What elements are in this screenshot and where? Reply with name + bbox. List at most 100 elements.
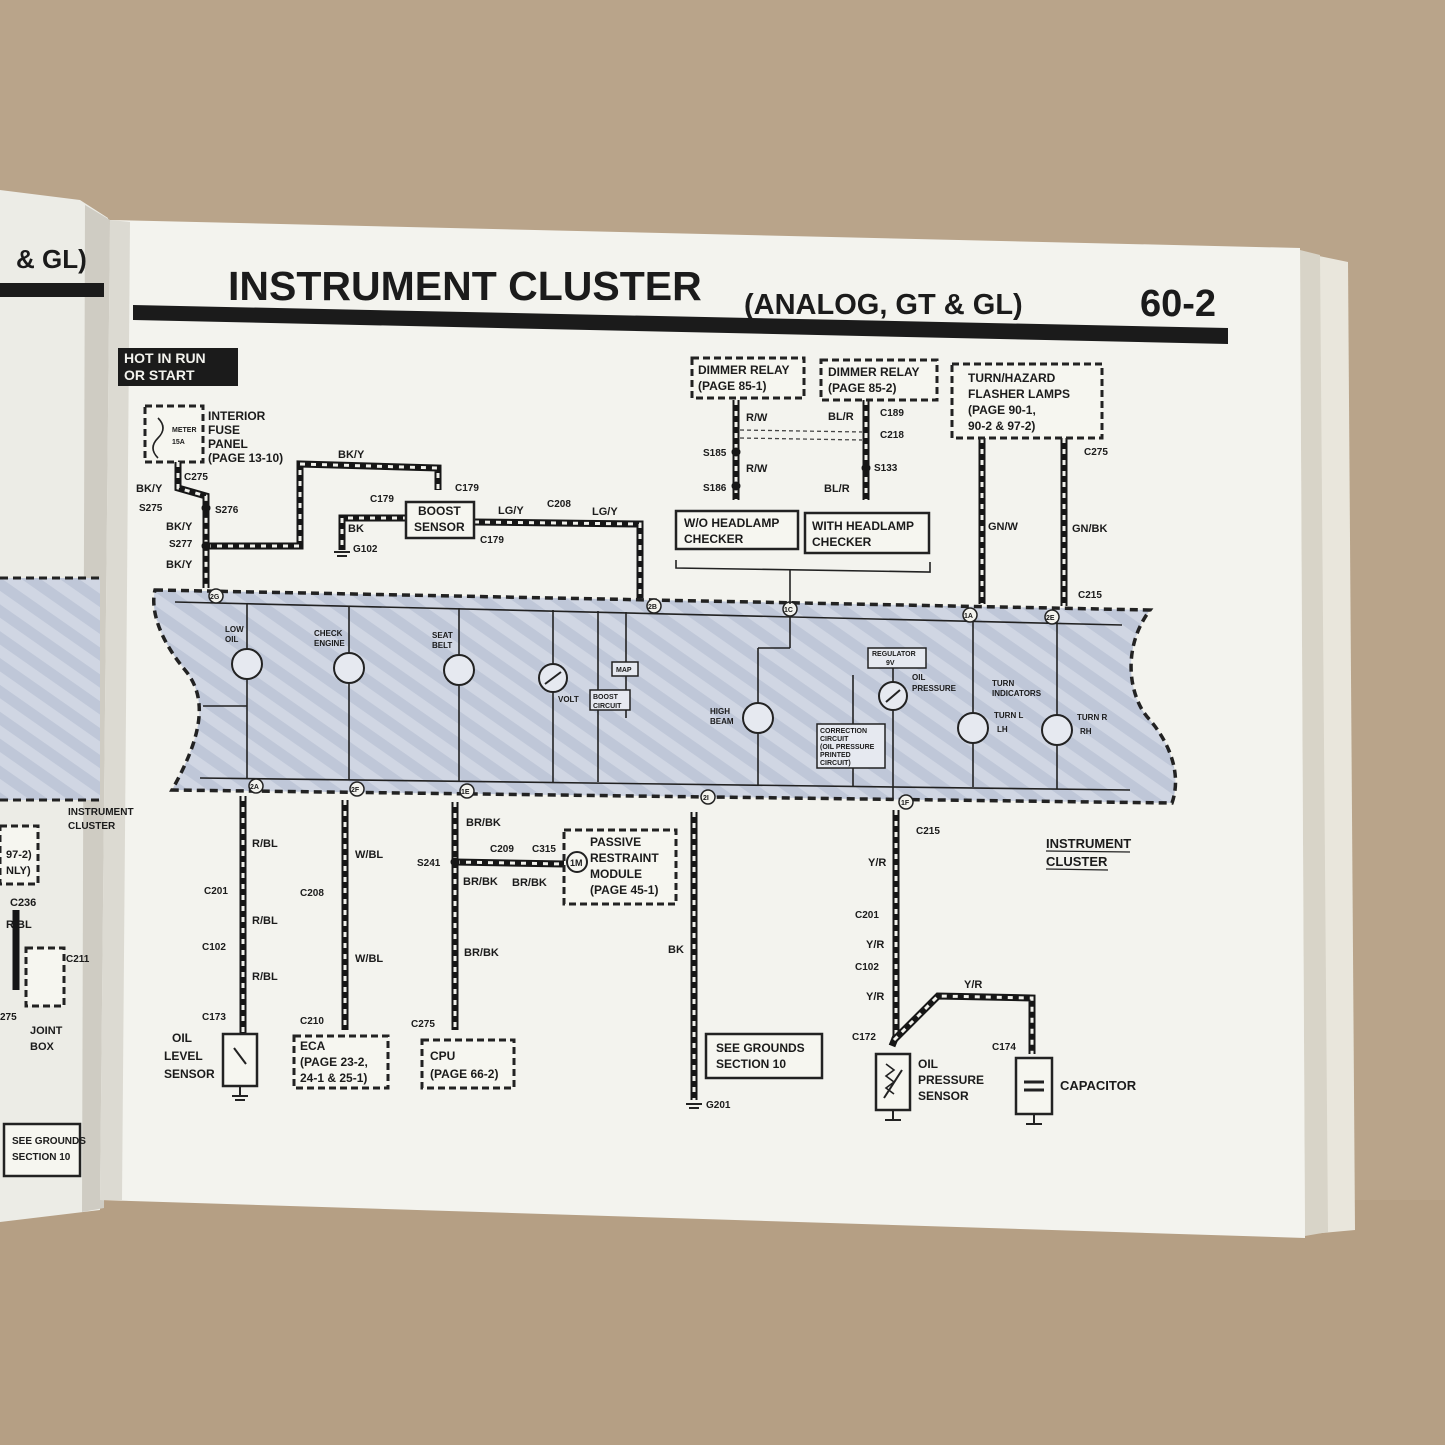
svg-text:CIRCUIT): CIRCUIT) [820,760,851,767]
svg-text:C201: C201 [855,910,879,921]
svg-text:1M: 1M [570,858,583,868]
svg-text:WITH HEADLAMP: WITH HEADLAMP [812,519,914,533]
svg-text:1A: 1A [964,613,973,620]
oil-pressure-gauge: REGULATOR 9V OIL PRESSURE CORRECTION CIR… [816,647,957,769]
svg-text:S275: S275 [139,503,163,514]
svg-text:BK/Y: BK/Y [166,521,193,533]
svg-text:SENSOR: SENSOR [164,1067,215,1081]
svg-text:2F: 2F [351,787,360,794]
low-oil-lamp: LOW OIL [225,625,263,680]
left-header-fragment: & GL) [16,244,87,274]
svg-text:TURN: TURN [992,679,1014,688]
page-number: 60-2 [1140,283,1216,325]
table-shadow [0,1200,1445,1445]
cluster-name-2: CLUSTER [1046,854,1108,869]
svg-text:LH: LH [997,725,1008,734]
svg-text:(PAGE 85-2): (PAGE 85-2) [828,381,896,395]
svg-text:BK/Y: BK/Y [136,483,163,495]
oil-level-sensor: OIL LEVEL SENSOR [164,1031,259,1101]
left-ref-box [0,824,40,886]
svg-text:LEVEL: LEVEL [164,1049,203,1063]
svg-text:BR/BK: BR/BK [463,876,498,888]
svg-text:2E: 2E [1046,615,1055,622]
dimmer-relay-2: DIMMER RELAY (PAGE 85-2) [819,358,939,402]
high-beam-lamp: HIGH BEAM [710,702,774,734]
passive-restraint-module: 1M PASSIVE RESTRAINT MODULE (PAGE 45-1) [562,828,678,906]
dimmer-relay-1: DIMMER RELAY (PAGE 85-1) [690,356,806,400]
svg-text:2I: 2I [703,795,709,802]
svg-text:Y/R: Y/R [866,991,884,1003]
svg-text:1C: 1C [784,607,793,614]
svg-text:PRESSURE: PRESSURE [918,1073,984,1087]
with-headlamp-checker: WITH HEADLAMP CHECKER [803,511,931,555]
svg-text:DIMMER RELAY: DIMMER RELAY [698,363,790,377]
svg-text:RH: RH [1080,727,1092,736]
svg-text:CPU: CPU [430,1049,455,1063]
svg-text:W/BL: W/BL [355,953,383,965]
joint-box [24,946,66,1008]
svg-text:(PAGE 23-2,: (PAGE 23-2, [300,1055,368,1069]
svg-text:C210: C210 [300,1016,324,1027]
svg-text:LOW: LOW [225,625,244,634]
left-cluster-fragment [0,578,100,800]
svg-text:BK: BK [668,944,684,956]
svg-text:C275: C275 [184,472,208,483]
svg-text:C179: C179 [370,494,394,505]
left-grounds-box [2,1122,82,1178]
left-label-joint: JOINT [30,1025,63,1037]
left-label-nly: NLY) [6,865,31,877]
svg-text:SENSOR: SENSOR [918,1089,969,1103]
svg-text:C218: C218 [880,430,904,441]
eca-box: ECA (PAGE 23-2, 24-1 & 25-1) [292,1034,390,1090]
left-label-c211: C211 [66,954,90,965]
oil-pressure-sensor: OIL PRESSURE SENSOR [874,1052,984,1121]
svg-text:LG/Y: LG/Y [498,505,524,517]
gutter-shadow [100,220,130,1200]
svg-text:C179: C179 [480,535,504,546]
svg-text:R/W: R/W [746,412,768,424]
svg-text:ECA: ECA [300,1039,326,1053]
svg-text:CAPACITOR: CAPACITOR [1060,1078,1137,1093]
header-rule [133,305,1228,344]
svg-text:2G: 2G [210,594,220,601]
svg-text:C102: C102 [202,942,226,953]
svg-text:S276: S276 [215,505,239,516]
svg-text:C189: C189 [880,408,904,419]
svg-text:CORRECTION: CORRECTION [820,728,867,735]
svg-text:W/O HEADLAMP: W/O HEADLAMP [684,516,779,530]
svg-text:OIL: OIL [225,635,238,644]
fuse-label-1: INTERIOR [208,409,266,423]
fuse-label-4: (PAGE 13-10) [208,451,283,465]
svg-text:BL/R: BL/R [824,483,850,495]
svg-text:MAP: MAP [616,667,632,674]
fuse-meter: METER [172,427,197,434]
instrument-cluster-body: LOW OIL CHECK ENGINE SEAT BELT VOLT MAP … [152,588,1178,871]
ground-symbols [334,551,702,1109]
page-stack-shade [1300,250,1328,1236]
svg-text:S185: S185 [703,448,727,459]
cluster-name-1: INSTRUMENT [1046,836,1131,851]
svg-text:BK/Y: BK/Y [166,559,193,571]
svg-text:TURN L: TURN L [994,711,1023,720]
svg-text:R/W: R/W [746,463,768,475]
svg-text:Y/R: Y/R [866,939,884,951]
left-label-cluster: CLUSTER [68,821,116,832]
svg-text:C275: C275 [1084,447,1108,458]
svg-text:PASSIVE: PASSIVE [590,835,641,849]
svg-text:90-2 & 97-2): 90-2 & 97-2) [968,419,1035,433]
left-label-275: 275 [0,1012,17,1023]
svg-text:(PAGE 66-2): (PAGE 66-2) [430,1067,498,1081]
svg-text:VOLT: VOLT [558,695,579,704]
badge-line2: OR START [124,367,195,383]
svg-text:BR/BK: BR/BK [466,817,501,829]
svg-text:BK/Y: BK/Y [338,449,365,461]
svg-text:1E: 1E [461,789,470,796]
svg-text:(PAGE 45-1): (PAGE 45-1) [590,883,658,897]
svg-text:TURN/HAZARD: TURN/HAZARD [968,371,1056,385]
see-grounds-box: SEE GROUNDS SECTION 10 [704,1032,824,1080]
svg-text:R/BL: R/BL [252,838,278,850]
left-label-972: 97-2) [6,849,32,861]
svg-text:SEAT: SEAT [432,631,453,640]
